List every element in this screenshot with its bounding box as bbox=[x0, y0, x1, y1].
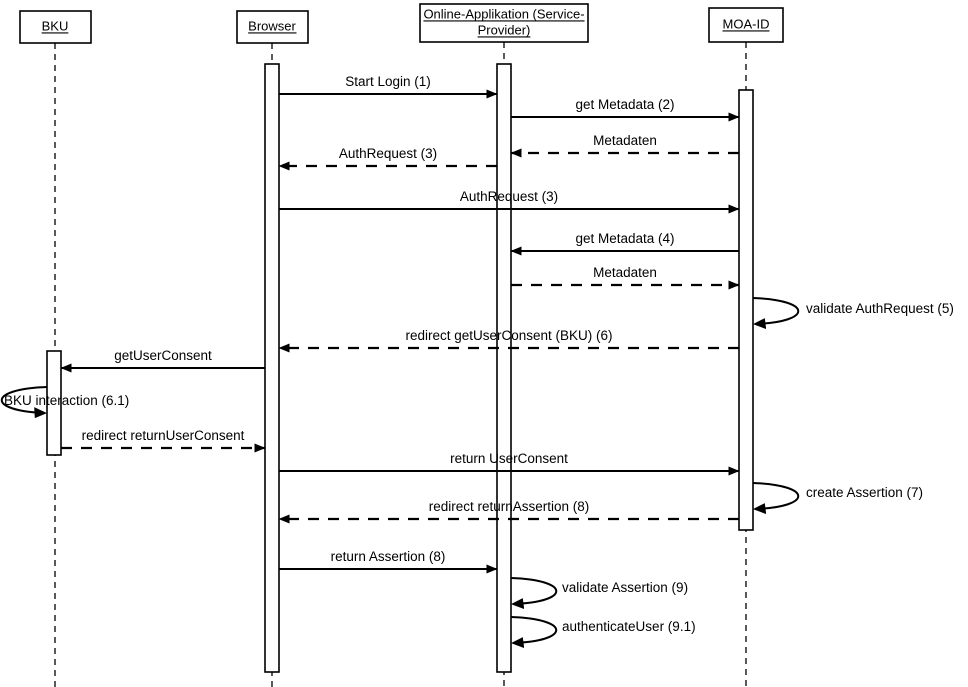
message-m8[interactable]: redirect getUserConsent (BKU) (6) bbox=[278, 328, 739, 353]
message-label-m13: return Assertion (8) bbox=[331, 549, 446, 564]
lifeline-moaid[interactable]: MOA-ID bbox=[708, 7, 784, 687]
self-message-arrow-s4[interactable] bbox=[510, 577, 558, 610]
message-m11[interactable]: return UserConsent bbox=[279, 451, 740, 476]
message-label-m6: get Metadata (4) bbox=[575, 231, 674, 246]
self-message-s5[interactable]: authenticateUser (9.1) bbox=[510, 616, 696, 649]
message-m10[interactable]: redirect returnUserConsent bbox=[61, 428, 266, 453]
message-layer: Start Login (1) get Metadata (2) Metadaten… bbox=[60, 74, 740, 574]
lifeline-bku[interactable]: BKU bbox=[19, 10, 92, 687]
message-m4[interactable]: AuthRequest (3) bbox=[278, 146, 497, 171]
self-message-s4[interactable]: validate Assertion (9) bbox=[510, 577, 688, 610]
self-message-layer: validate AuthRequest (5) BKU interaction … bbox=[0, 297, 954, 649]
message-label-m11: return UserConsent bbox=[450, 451, 568, 466]
message-label-m4: AuthRequest (3) bbox=[339, 146, 437, 161]
message-label-m9: getUserConsent bbox=[114, 348, 212, 363]
message-m5[interactable]: AuthRequest (3) bbox=[279, 189, 740, 214]
lifeline-label-bku: BKU bbox=[42, 18, 69, 33]
message-label-m12: redirect returnAssertion (8) bbox=[429, 499, 590, 514]
lifeline-label-browser: Browser bbox=[248, 18, 296, 33]
activation-bar-browser[interactable] bbox=[264, 63, 280, 673]
lifeline-box-oa[interactable] bbox=[419, 3, 589, 43]
message-m13[interactable]: return Assertion (8) bbox=[279, 549, 498, 574]
message-m3[interactable]: Metadaten bbox=[510, 133, 739, 158]
lifeline-box-browser[interactable] bbox=[236, 10, 309, 44]
message-label-m3: Metadaten bbox=[593, 133, 657, 148]
message-m12[interactable]: redirect returnAssertion (8) bbox=[278, 499, 739, 524]
self-message-label-s2: BKU interaction (6.1) bbox=[4, 393, 129, 408]
message-m6[interactable]: get Metadata (4) bbox=[510, 231, 739, 256]
lifeline-label-oa: Provider) bbox=[478, 22, 531, 37]
self-message-arrow-s5[interactable] bbox=[510, 616, 558, 649]
self-message-label-s1: validate AuthRequest (5) bbox=[806, 301, 954, 316]
self-message-s2[interactable]: BKU interaction (6.1) bbox=[0, 386, 130, 419]
message-label-m5: AuthRequest (3) bbox=[460, 189, 558, 204]
message-label-m7: Metadaten bbox=[593, 265, 657, 280]
self-message-s3[interactable]: create Assertion (7) bbox=[752, 482, 923, 515]
message-m1[interactable]: Start Login (1) bbox=[279, 74, 498, 99]
self-message-arrow-s3[interactable] bbox=[752, 482, 800, 515]
message-label-m2: get Metadata (2) bbox=[575, 97, 674, 112]
self-message-arrow-s2[interactable] bbox=[0, 386, 48, 419]
message-m7[interactable]: Metadaten bbox=[511, 265, 740, 290]
lifeline-label-moaid: MOA-ID bbox=[723, 16, 770, 31]
message-label-m10: redirect returnUserConsent bbox=[82, 428, 245, 443]
self-message-label-s5: authenticateUser (9.1) bbox=[562, 619, 696, 634]
lifeline-box-bku[interactable] bbox=[19, 10, 92, 44]
self-message-s1[interactable]: validate AuthRequest (5) bbox=[752, 297, 954, 330]
message-label-m8: redirect getUserConsent (BKU) (6) bbox=[405, 328, 612, 343]
activation-bar-moaid[interactable] bbox=[738, 89, 754, 531]
message-m9[interactable]: getUserConsent bbox=[60, 348, 265, 373]
lifeline-box-moaid[interactable] bbox=[708, 7, 784, 43]
self-message-arrow-s1[interactable] bbox=[752, 297, 800, 330]
lifeline-oa[interactable]: Online-Applikation (Service-Provider) bbox=[419, 3, 589, 687]
message-label-m1: Start Login (1) bbox=[345, 74, 431, 89]
message-m2[interactable]: get Metadata (2) bbox=[511, 97, 740, 122]
lifeline-label-oa: Online-Applikation (Service- bbox=[423, 6, 584, 21]
self-message-label-s4: validate Assertion (9) bbox=[562, 580, 688, 595]
activation-bar-oa[interactable] bbox=[496, 63, 512, 673]
activation-bar-bku[interactable] bbox=[46, 350, 62, 456]
self-message-label-s3: create Assertion (7) bbox=[806, 485, 923, 500]
